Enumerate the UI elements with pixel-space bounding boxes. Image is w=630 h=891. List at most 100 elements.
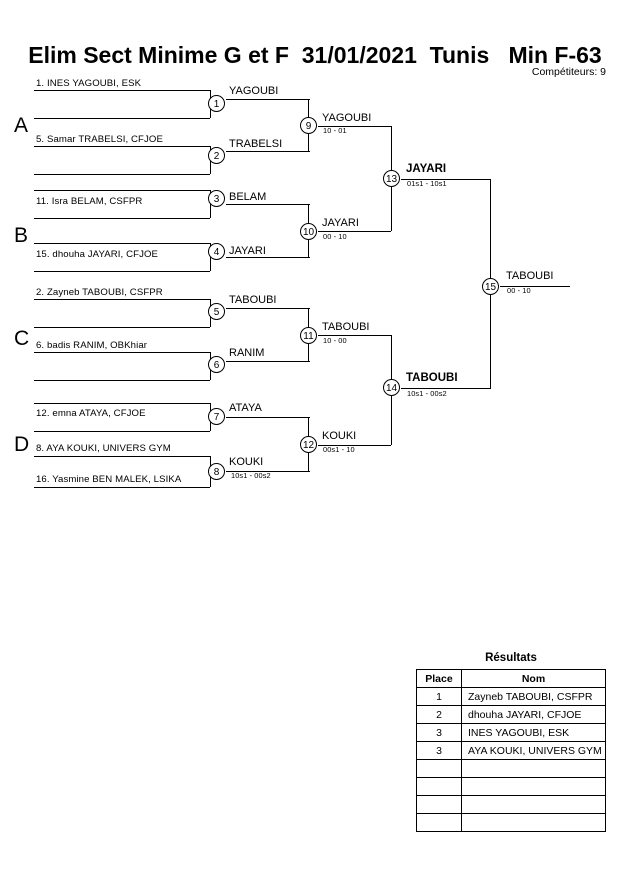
table-row: 3 INES YAGOUBI, ESK [416,723,606,742]
results-title: Résultats [485,652,537,664]
section-letter-d: D [14,433,30,456]
match-node-12[interactable]: 12 [300,436,317,453]
match-winner-5: TABOUBI [229,294,277,306]
results-header-row: Place Nom [416,669,606,688]
result-nom: dhouha JAYARI, CFJOE [461,705,606,724]
result-nom [461,777,606,796]
match-winner-15: TABOUBI [506,270,554,282]
entrant-label: 16. Yasmine BEN MALEK, LSIKA [36,474,182,485]
match-winner-14: TABOUBI [406,372,458,384]
match-node-2[interactable]: 2 [208,147,225,164]
entrant-label: 12. emna ATAYA, CFJOE [36,408,146,419]
bracket-line [226,471,310,472]
bracket-line [500,286,570,287]
competitors-count: Compétiteurs: 9 [531,66,606,78]
bracket-line [34,243,210,244]
table-row: 2 dhouha JAYARI, CFJOE [416,705,606,724]
table-row [416,759,606,778]
entrant-label: 15. dhouha JAYARI, CFJOE [36,249,159,260]
result-place [416,795,462,814]
result-nom: AYA KOUKI, UNIVERS GYM [461,741,606,760]
bracket-line [34,352,210,353]
match-node-11[interactable]: 11 [300,327,317,344]
match-score-8: 10s1 - 00s2 [231,471,271,480]
match-winner-12: KOUKI [322,430,357,442]
table-row [416,777,606,796]
section-letter-c: C [14,327,30,350]
result-place [416,777,462,796]
bracket-line [34,327,210,328]
results-column-place: Place [416,669,462,688]
match-node-4[interactable]: 4 [208,243,225,260]
bracket-line [226,417,310,418]
results-column-nom: Nom [461,669,606,688]
bracket-line [34,146,210,147]
bracket-line [226,204,310,205]
bracket-line [226,99,310,100]
bracket-line [34,174,210,175]
page-title: Elim Sect Minime G et F 31/01/2021 Tunis… [28,42,602,68]
match-node-3[interactable]: 3 [208,190,225,207]
match-winner-10: JAYARI [322,217,359,229]
entrant-label: 2. Zayneb TABOUBI, CSFPR [36,287,163,298]
match-winner-7: ATAYA [229,402,262,414]
match-node-10[interactable]: 10 [300,223,317,240]
match-node-6[interactable]: 6 [208,356,225,373]
match-score-14: 10s1 - 00s2 [407,389,447,398]
result-place [416,759,462,778]
bracket-line [34,271,210,272]
bracket-line [34,487,210,488]
match-winner-9: YAGOUBI [322,112,372,124]
bracket-line [34,190,210,191]
bracket-line [318,335,391,336]
match-winner-2: TRABELSI [229,138,283,150]
bracket-line [34,299,210,300]
match-node-14[interactable]: 14 [383,379,400,396]
match-winner-8: KOUKI [229,456,264,468]
match-winner-1: YAGOUBI [229,85,279,97]
match-node-1[interactable]: 1 [208,95,225,112]
result-place: 1 [416,687,462,706]
table-row: 3 AYA KOUKI, UNIVERS GYM [416,741,606,760]
match-node-15[interactable]: 15 [482,278,499,295]
match-node-5[interactable]: 5 [208,303,225,320]
entrant-label: 6. badis RANIM, OBKhiar [36,340,148,351]
match-winner-3: BELAM [229,191,267,203]
table-row [416,813,606,832]
result-place: 3 [416,723,462,742]
match-score-13: 01s1 - 10s1 [407,179,447,188]
match-score-12: 00s1 - 10 [323,445,355,454]
results-panel: Résultats Place Nom 1 Zayneb TABOUBI, CS… [416,652,606,832]
bracket-line [34,431,210,432]
result-place [416,813,462,832]
entrant-label: 1. INES YAGOUBI, ESK [36,78,142,89]
match-score-11: 10 - 00 [323,336,347,345]
match-node-7[interactable]: 7 [208,408,225,425]
result-nom [461,813,606,832]
bracket-line [34,456,210,457]
entrant-label: 8. AYA KOUKI, UNIVERS GYM [36,443,171,454]
match-node-13[interactable]: 13 [383,170,400,187]
match-score-15: 00 - 10 [507,286,531,295]
section-letter-a: A [14,114,29,137]
entrant-label: 5. Samar TRABELSI, CFJOE [36,134,163,145]
bracket-line [34,90,210,91]
bracket-line [401,179,490,180]
table-row: 1 Zayneb TABOUBI, CSFPR [416,687,606,706]
section-letter-b: B [14,224,29,247]
entrant-label: 11. Isra BELAM, CSFPR [36,196,143,207]
bracket-line [34,403,210,404]
result-place: 3 [416,741,462,760]
bracket-line [34,380,210,381]
bracket-line [34,118,210,119]
bracket-line [226,308,310,309]
bracket-line [318,126,391,127]
result-nom: Zayneb TABOUBI, CSFPR [461,687,606,706]
results-table: Place Nom 1 Zayneb TABOUBI, CSFPR 2 dhou… [416,669,606,832]
match-node-9[interactable]: 9 [300,117,317,134]
match-score-10: 00 - 10 [323,232,347,241]
bracket-line [226,151,310,152]
result-nom [461,795,606,814]
match-winner-4: JAYARI [229,245,266,257]
match-node-8[interactable]: 8 [208,463,225,480]
